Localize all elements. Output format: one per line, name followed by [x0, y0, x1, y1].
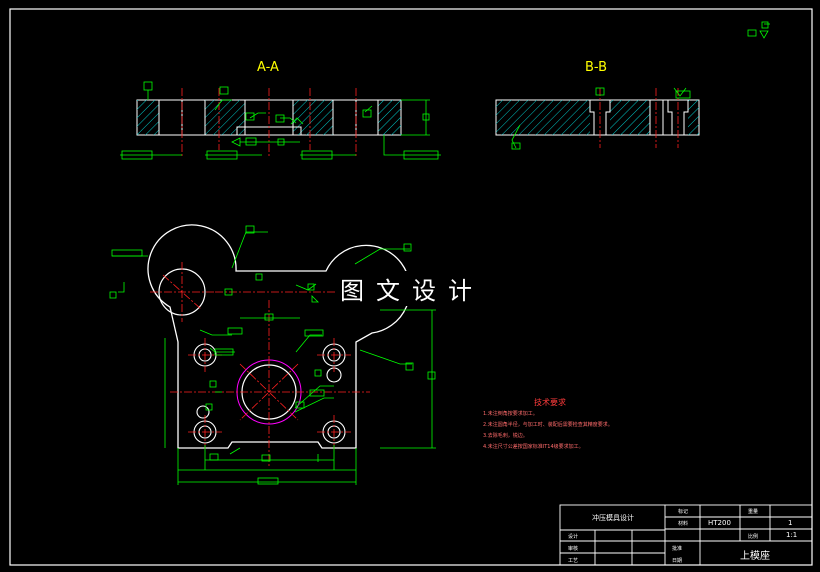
title-block-scale: 1:1 [786, 531, 798, 539]
title-block-header-3: 材料 [678, 521, 689, 527]
technical-requirements-title: 技术要求 [534, 398, 566, 407]
title-block-project: 冲压模具设计 [592, 514, 634, 522]
title-block-quantity: 1 [788, 519, 793, 527]
title-block-part-name: 上模座 [740, 551, 770, 562]
title-block-sign-0: 设计 [568, 534, 579, 540]
title-block-material: HT200 [708, 519, 731, 527]
title-block [559, 504, 813, 566]
technical-requirement-2: 2.未注圆角半径，与加工时、装配后需要检查其精度要求。 [483, 422, 613, 428]
title-block-sign-1: 审核 [568, 546, 579, 552]
title-block-header-2: 比例 [748, 534, 759, 540]
technical-requirement-1: 1.未注倒角按要求加工。 [483, 411, 538, 417]
technical-requirement-3: 3.去除毛刺，锐边。 [483, 433, 528, 439]
title-block-sign-2: 工艺 [568, 558, 579, 564]
section-label-a-a: A-A [257, 60, 279, 75]
roughness-symbol-icon [747, 21, 770, 39]
section-b-b-view [495, 87, 700, 150]
title-block-sign-4: 日期 [672, 558, 683, 564]
title-block-header-1: 重量 [748, 509, 759, 515]
title-block-header-0: 标记 [678, 509, 689, 515]
plan-view-outline [147, 224, 411, 449]
title-block-sign-3: 批准 [672, 546, 683, 552]
technical-requirement-4: 4.未注尺寸公差按国家标准IT14级要求加工。 [483, 444, 584, 450]
watermark-text: 图文设计 [336, 271, 488, 306]
plan-view [109, 224, 436, 485]
drawing-frame [9, 8, 813, 566]
section-a-a-view [120, 81, 441, 160]
section-label-b-b: B-B [585, 60, 608, 75]
